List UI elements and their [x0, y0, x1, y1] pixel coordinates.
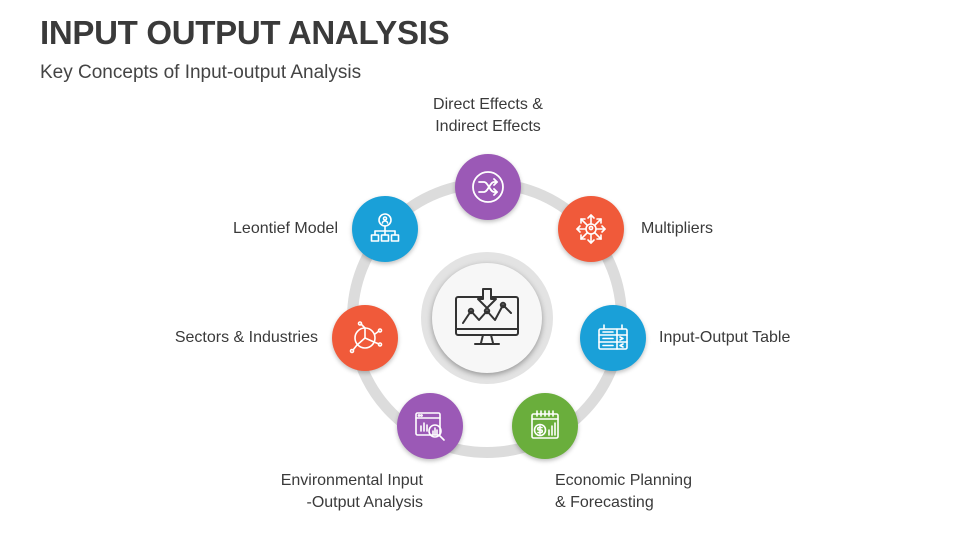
node-multipliers[interactable] [558, 196, 624, 262]
node-input-output-table[interactable] [580, 305, 646, 371]
node-sectors-industries[interactable] [332, 305, 398, 371]
label-environmental-io-analysis: Environmental Input -Output Analysis [280, 472, 423, 511]
node-leontief-model[interactable] [352, 196, 418, 262]
label-economic-planning-forecasting: Economic Planning & Forecasting [555, 472, 692, 511]
shuffle-icon [472, 171, 504, 203]
label-leontief-model: Leontief Model [233, 220, 338, 237]
hub-circle [432, 263, 542, 373]
label-input-output-table: Input-Output Table [659, 329, 791, 346]
chart-magnifier-icon [415, 412, 445, 441]
network-arrows-icon [576, 214, 606, 244]
table-transfer-icon [598, 324, 628, 350]
page-subtitle: Key Concepts of Input-output Analysis [40, 62, 362, 83]
label-multipliers: Multipliers [641, 220, 714, 237]
monitor-chart-icon [455, 288, 519, 345]
pie-chart-icon [349, 321, 383, 354]
calendar-dollar-icon [531, 410, 559, 439]
node-direct-indirect-effects[interactable] [455, 154, 521, 220]
node-economic-planning-forecasting[interactable] [512, 393, 578, 459]
hierarchy-icon [370, 213, 400, 242]
label-sectors-industries: Sectors & Industries [174, 329, 318, 346]
node-environmental-io-analysis[interactable] [397, 393, 463, 459]
label-direct-indirect-effects: Direct Effects & Indirect Effects [433, 96, 543, 135]
page-title: INPUT OUTPUT ANALYSIS [40, 14, 450, 51]
